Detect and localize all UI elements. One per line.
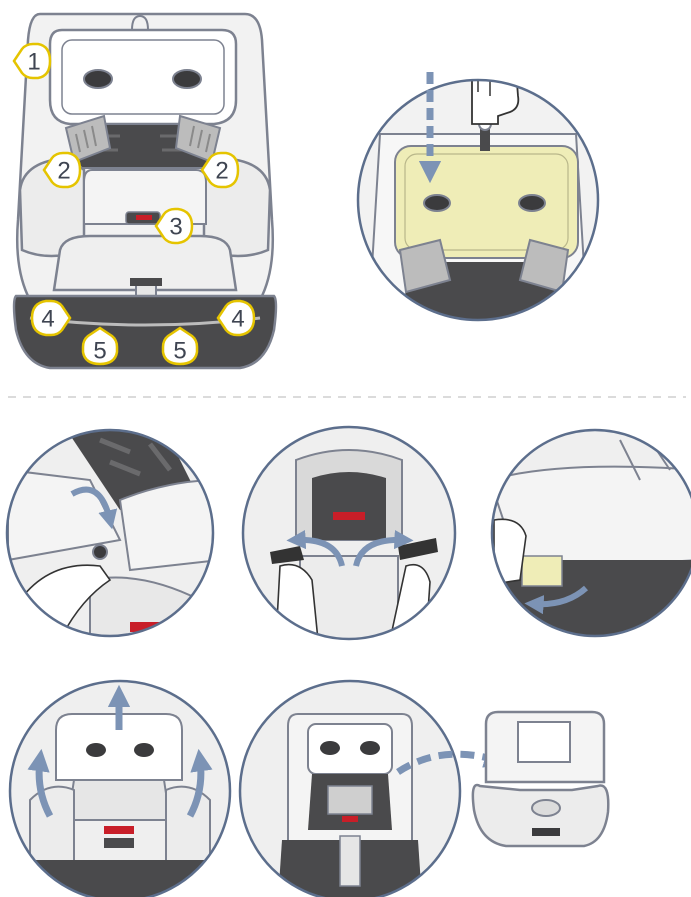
callout-1-label: 1	[27, 49, 40, 76]
callout-4b-label: 4	[231, 306, 244, 333]
callout-4a-label: 4	[41, 306, 54, 333]
step-headrest-insert	[355, 58, 605, 330]
callout-5b-label: 5	[173, 338, 186, 365]
headrest-insert-highlight	[395, 146, 578, 258]
headrest-slot-left	[84, 70, 112, 88]
callout-2b-label: 2	[215, 158, 228, 185]
callout-1: 1	[14, 44, 50, 78]
callout-3-label: 3	[169, 214, 182, 241]
step-lap-cover	[490, 430, 691, 640]
headrest-slot-right	[173, 70, 201, 88]
removed-cover	[473, 712, 608, 846]
callout-2a-label: 2	[57, 158, 70, 185]
hand-icon	[494, 519, 526, 584]
tuck-flap-highlight	[522, 556, 562, 586]
headrest	[50, 30, 236, 124]
callout-5a-label: 5	[93, 338, 106, 365]
step-buckle-pad	[243, 427, 455, 640]
step-shoulder-pad	[7, 420, 220, 640]
step-cover-lift	[10, 681, 230, 897]
step-cover-removed	[240, 681, 496, 897]
snap-button	[93, 545, 107, 559]
